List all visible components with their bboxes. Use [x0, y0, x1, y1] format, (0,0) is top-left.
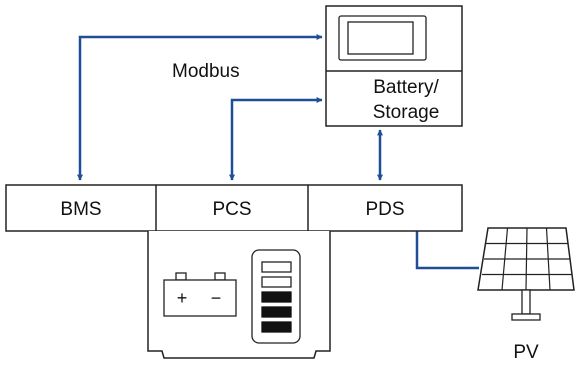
- pds-pv-link: [415, 231, 479, 270]
- solar-panel-post: [521, 289, 531, 315]
- pv-label: PV: [513, 342, 539, 363]
- storage-label-line2: Storage: [373, 102, 440, 123]
- charge-cells: [261, 261, 292, 333]
- charge-cell-empty: [261, 261, 292, 273]
- bms-storage-link: [77, 34, 323, 181]
- component-row: BMS PCS PDS: [5, 184, 463, 232]
- storage-display-screen: [347, 21, 414, 55]
- minus-sign: −: [211, 288, 222, 308]
- pcs-storage-link: [229, 97, 323, 181]
- battery-terminal: [214, 272, 226, 281]
- charge-cell-filled: [261, 306, 292, 318]
- bms-label: BMS: [60, 199, 101, 220]
- solar-panel-icon: PV: [477, 227, 575, 363]
- charge-cell-filled: [261, 321, 292, 333]
- battery-cabinet: + −: [147, 231, 331, 359]
- charge-cell-filled: [261, 291, 292, 303]
- pds-label: PDS: [365, 199, 404, 220]
- charge-level-indicator: [251, 249, 301, 344]
- battery-terminal: [175, 272, 187, 281]
- pcs-label: PCS: [212, 199, 251, 220]
- battery-icon: + −: [163, 272, 237, 317]
- charge-cell-empty: [261, 276, 292, 288]
- battery-body: [163, 279, 237, 317]
- storage-label-line1: Battery/: [373, 77, 439, 98]
- plus-sign: +: [177, 288, 188, 308]
- battery-storage-unit: Battery/ Storage: [325, 5, 463, 127]
- modbus-label: Modbus: [172, 61, 240, 82]
- solar-panel-base: [511, 313, 541, 321]
